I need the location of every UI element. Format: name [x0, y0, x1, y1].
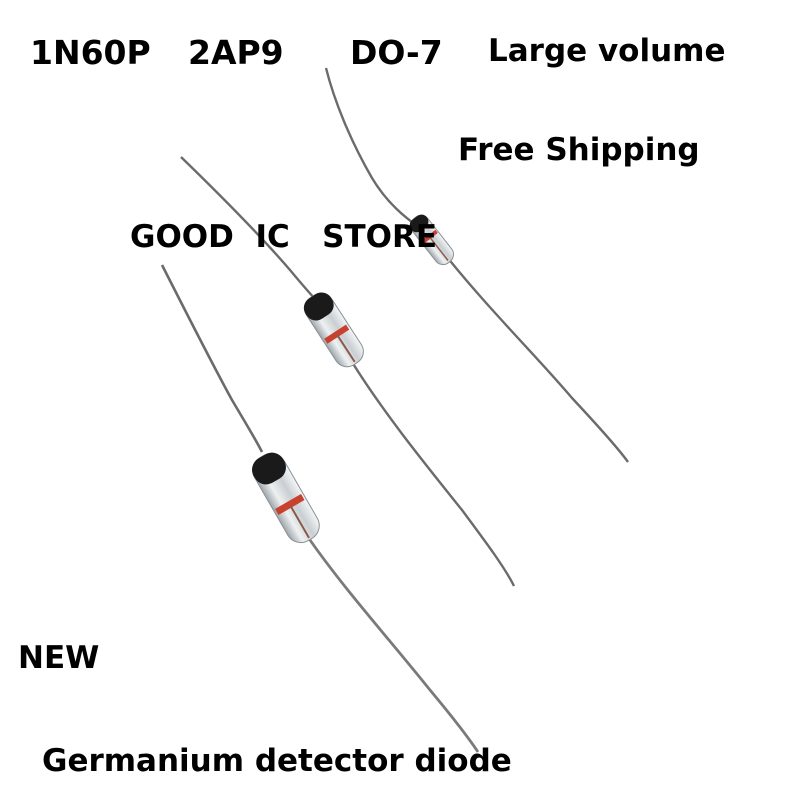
red-band: [421, 229, 438, 244]
lead-wire-bottom: [350, 361, 516, 587]
diode-right: [324, 67, 629, 463]
lead-wire-bottom: [308, 539, 480, 753]
diode-middle: [180, 156, 516, 587]
diode-left: [160, 264, 480, 753]
condition-label: NEW: [18, 640, 100, 676]
volume-label: Large volume: [488, 33, 726, 69]
store-name: GOOD IC STORE: [130, 219, 438, 255]
part-number-1n60p: 1N60P: [30, 33, 151, 72]
package-type: DO-7: [350, 33, 443, 72]
lead-wire-bottom: [439, 247, 629, 463]
lead-wire-top: [324, 67, 426, 233]
black-band: [303, 292, 334, 321]
shipping-label: Free Shipping: [458, 132, 700, 168]
product-description: Germanium detector diode: [42, 743, 512, 779]
part-number-2ap9: 2AP9: [188, 33, 284, 72]
inner-wire: [336, 334, 356, 363]
inner-wire: [290, 506, 310, 539]
lead-wire-top: [180, 156, 319, 303]
red-band: [324, 324, 350, 344]
inner-wire: [430, 237, 449, 261]
black-band: [252, 452, 286, 485]
lead-wire-top: [160, 264, 264, 453]
black-band: [409, 214, 429, 233]
red-band: [275, 493, 305, 516]
